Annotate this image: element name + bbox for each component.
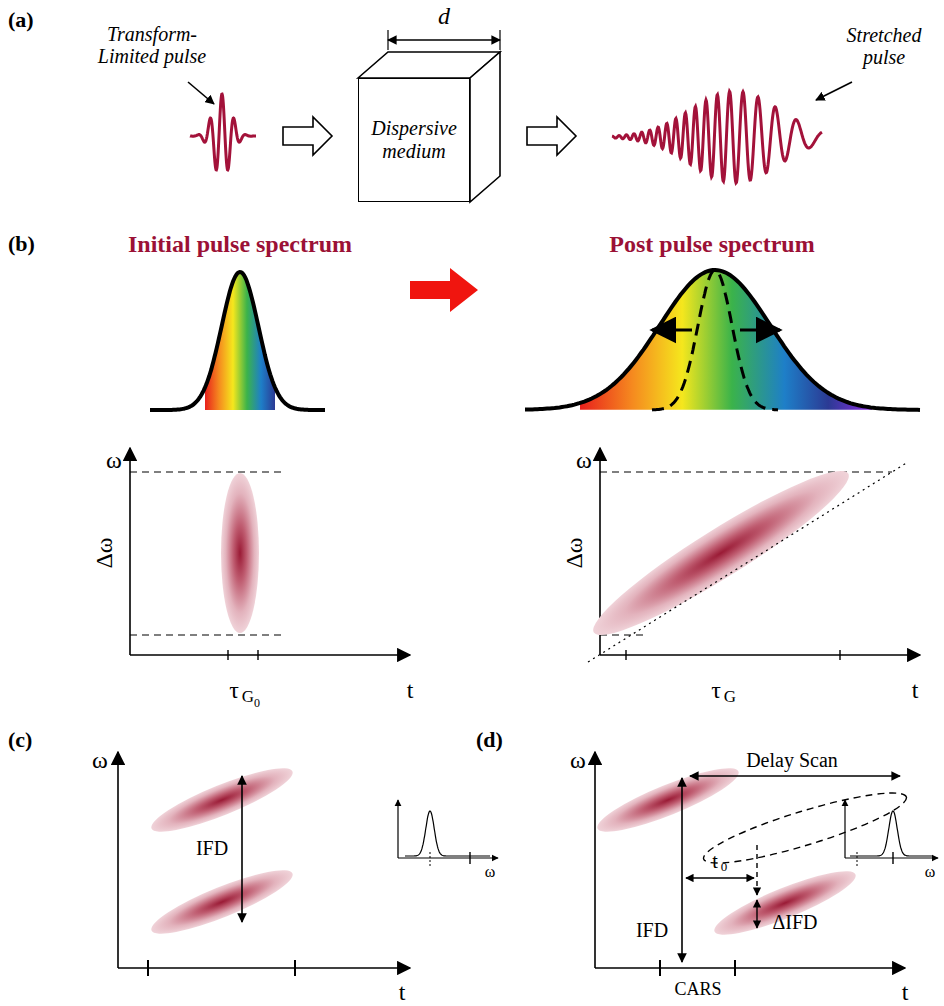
axis-label: t <box>912 677 919 703</box>
axis-label: Δω <box>91 537 117 568</box>
axis-label: t <box>407 677 414 703</box>
axis-label: t <box>399 979 406 1005</box>
arrow-label: IFD <box>196 837 228 859</box>
panel-label: (c) <box>8 728 32 752</box>
axis-label: ω <box>92 747 108 773</box>
arrow-label: ΔIFD <box>772 911 817 933</box>
axis-tick-label: G <box>724 688 736 707</box>
panel-label: (a) <box>8 8 34 32</box>
arrow-label: Delay Scan <box>746 749 838 771</box>
axis-tick-label: τ <box>711 677 721 703</box>
panel-label: (d) <box>476 728 503 752</box>
pulse-label: Transform-Limited pulse <box>97 23 207 67</box>
axis-tick-label: τ <box>229 677 239 703</box>
axis-label: ω <box>106 447 122 473</box>
arrow-label: t <box>712 850 718 872</box>
axis-label: Δω <box>561 537 587 568</box>
axis-tick-label: G <box>242 688 254 707</box>
axis-tick-label: 0 <box>254 697 260 710</box>
node-text: Dispersive medium <box>359 117 469 163</box>
inset-axis-label: ω <box>925 863 936 881</box>
panel-label: (b) <box>8 232 35 256</box>
pulse-label: Stretched pulse <box>839 24 929 68</box>
spectrum-title: Post pulse spectrum <box>609 231 814 257</box>
dimension-label: d <box>438 3 450 29</box>
axis-label: t <box>902 979 909 1005</box>
arrow-label: IFD <box>636 919 668 941</box>
inset-axis-label: ω <box>485 863 496 881</box>
dispersive-medium-box: Dispersive medium <box>358 78 470 202</box>
spectrum-title: Initial pulse spectrum <box>128 231 352 257</box>
arrow-label: 0 <box>721 860 728 874</box>
axis-label: ω <box>576 447 592 473</box>
axis-tick-label: CARS <box>674 980 721 1000</box>
axis-label: ω <box>570 747 586 773</box>
